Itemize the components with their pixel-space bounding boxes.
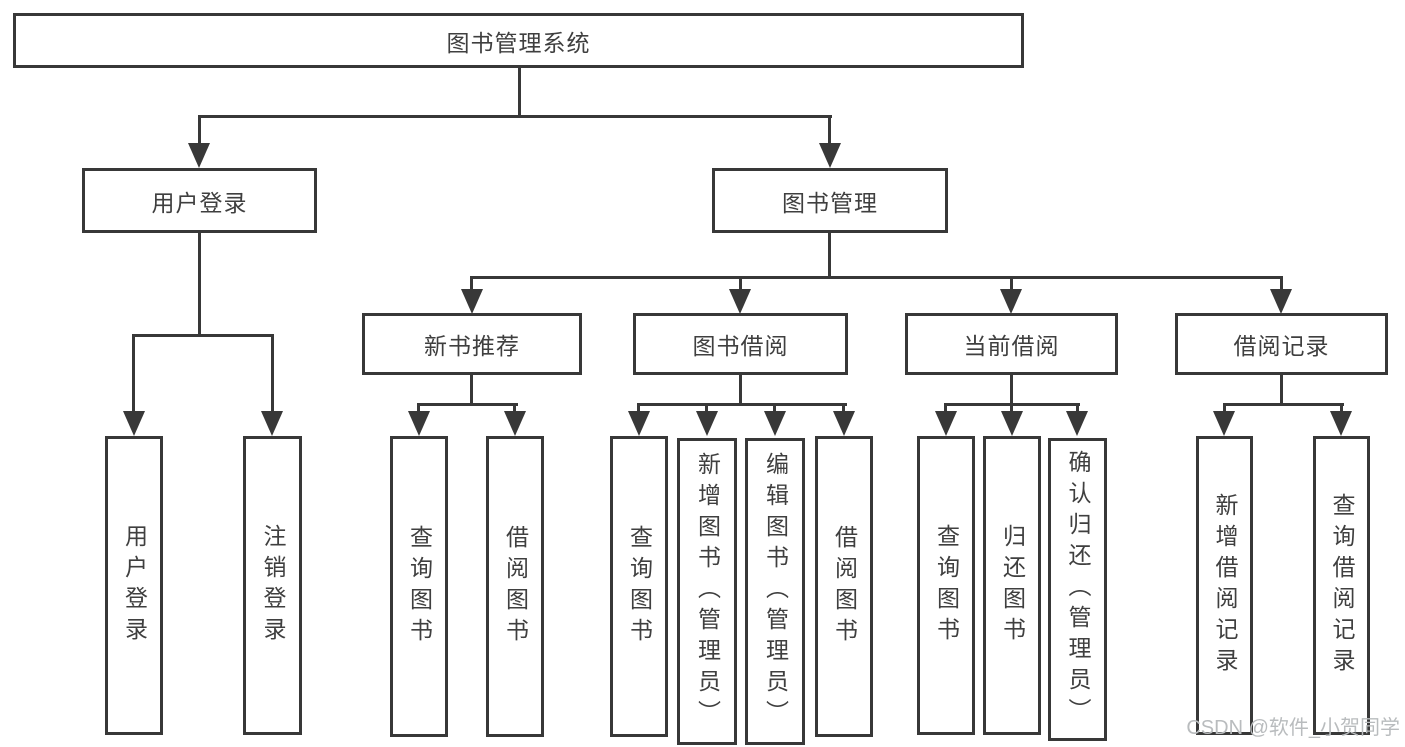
leaf-label: 借阅图书 xyxy=(831,524,858,649)
leaf-label: 新增借阅记录 xyxy=(1212,492,1238,679)
arrow-into-leaf xyxy=(696,411,718,436)
connector-stub-new-book xyxy=(470,276,473,292)
leaf-query-books-current: 查询图书 xyxy=(917,436,975,735)
node-label: 图书管理 xyxy=(782,189,878,216)
connector-stub xyxy=(1223,403,1226,414)
connector-root-distributor xyxy=(198,115,832,118)
node-label: 借阅记录 xyxy=(1233,333,1330,359)
leaf-query-borrow-record: 查询借阅记录 xyxy=(1313,436,1370,735)
node-label: 当前借阅 xyxy=(963,333,1060,359)
arrow-into-leaf-user-login xyxy=(123,411,145,436)
leaf-label: 查询借阅记录 xyxy=(1329,492,1355,679)
node-new-book-recommend: 新书推荐 xyxy=(362,313,582,375)
leaf-label: 编辑图书（管理员） xyxy=(762,452,789,731)
connector-new-book-distributor xyxy=(417,403,518,406)
arrow-into-user-login xyxy=(188,143,210,168)
arrow-into-current-borrow xyxy=(1000,289,1022,314)
leaf-logout: 注销登录 xyxy=(243,436,302,735)
csdn-watermark: CSDN @软件_小贺同学 xyxy=(1186,717,1400,739)
node-current-borrow: 当前借阅 xyxy=(905,313,1118,375)
connector-stub xyxy=(513,403,516,414)
node-book-management: 图书管理 xyxy=(712,168,948,233)
node-label: 图书管理系统 xyxy=(446,29,591,56)
connector-user-login-stem xyxy=(198,233,201,337)
connector-stub xyxy=(1076,403,1079,414)
connector-stub xyxy=(842,403,845,414)
connector-stub xyxy=(417,403,420,414)
leaf-label: 用户登录 xyxy=(121,523,148,648)
connector-stub xyxy=(944,403,947,414)
leaf-label: 查询图书 xyxy=(933,523,960,648)
node-label: 图书借阅 xyxy=(692,333,789,359)
arrow-into-leaf xyxy=(628,411,650,436)
leaf-query-books-recommend: 查询图书 xyxy=(390,436,448,737)
connector-stub-leaf-logout xyxy=(271,334,274,414)
arrow-into-new-book xyxy=(461,289,483,314)
connector-stub xyxy=(705,403,708,414)
connector-stub-current-borrow xyxy=(1010,276,1013,292)
node-book-borrow: 图书借阅 xyxy=(633,313,848,375)
leaf-query-books-borrow: 查询图书 xyxy=(610,436,668,737)
arrow-into-leaf xyxy=(1066,411,1088,436)
connector-book-management-stem xyxy=(828,233,831,279)
connector-stub-user-login xyxy=(198,115,201,146)
connector-stub xyxy=(637,403,640,414)
connector-borrow-records-distributor xyxy=(1223,403,1344,406)
connector-current-borrow-stem xyxy=(1010,375,1013,406)
arrow-into-leaf xyxy=(408,411,430,436)
connector-new-book-stem xyxy=(470,375,473,406)
leaf-borrow-books-recommend: 借阅图书 xyxy=(486,436,544,737)
leaf-label: 注销登录 xyxy=(260,523,286,648)
node-label: 用户登录 xyxy=(151,189,248,216)
node-user-login: 用户登录 xyxy=(82,168,317,233)
leaf-edit-books-admin: 编辑图书（管理员） xyxy=(745,438,805,745)
node-borrow-records: 借阅记录 xyxy=(1175,313,1388,375)
connector-user-login-distributor xyxy=(132,334,274,337)
connector-stub-book-borrow xyxy=(739,276,742,292)
connector-stub xyxy=(773,403,776,414)
node-label: 新书推荐 xyxy=(424,333,520,359)
leaf-label: 查询图书 xyxy=(406,524,433,649)
arrow-into-book-borrow xyxy=(729,289,751,314)
leaf-label: 借阅图书 xyxy=(502,524,529,649)
leaf-label: 归还图书 xyxy=(999,523,1026,648)
connector-book-borrow-distributor xyxy=(637,403,847,406)
connector-level2-distributor xyxy=(470,276,1283,279)
leaf-borrow-books: 借阅图书 xyxy=(815,436,873,737)
connector-stub-book-management xyxy=(828,115,831,146)
arrow-into-leaf xyxy=(1213,411,1235,436)
arrow-into-borrow-records xyxy=(1270,289,1292,314)
connector-book-borrow-stem xyxy=(739,375,742,406)
leaf-label: 查询图书 xyxy=(626,524,653,649)
leaf-return-books: 归还图书 xyxy=(983,436,1041,735)
connector-stub xyxy=(1340,403,1343,414)
connector-stub xyxy=(1010,403,1013,414)
connector-stub-leaf-user-login xyxy=(132,334,135,414)
arrow-into-book-management xyxy=(819,143,841,168)
leaf-user-login: 用户登录 xyxy=(105,436,163,735)
arrow-into-leaf xyxy=(1001,411,1023,436)
arrow-into-leaf xyxy=(504,411,526,436)
leaf-add-books-admin: 新增图书（管理员） xyxy=(677,438,737,745)
node-library-management-system: 图书管理系统 xyxy=(13,13,1024,68)
leaf-label: 新增图书（管理员） xyxy=(694,452,721,731)
arrow-into-leaf xyxy=(1330,411,1352,436)
leaf-add-borrow-record: 新增借阅记录 xyxy=(1196,436,1253,735)
connector-stub-borrow-records xyxy=(1280,276,1283,292)
arrow-into-leaf xyxy=(833,411,855,436)
arrow-into-leaf xyxy=(764,411,786,436)
connector-borrow-records-stem xyxy=(1280,375,1283,406)
connector-root-stem xyxy=(518,66,521,118)
arrow-into-leaf-logout xyxy=(261,411,283,436)
leaf-confirm-return-admin: 确认归还（管理员） xyxy=(1048,438,1107,741)
leaf-label: 确认归还（管理员） xyxy=(1065,450,1091,729)
arrow-into-leaf xyxy=(935,411,957,436)
